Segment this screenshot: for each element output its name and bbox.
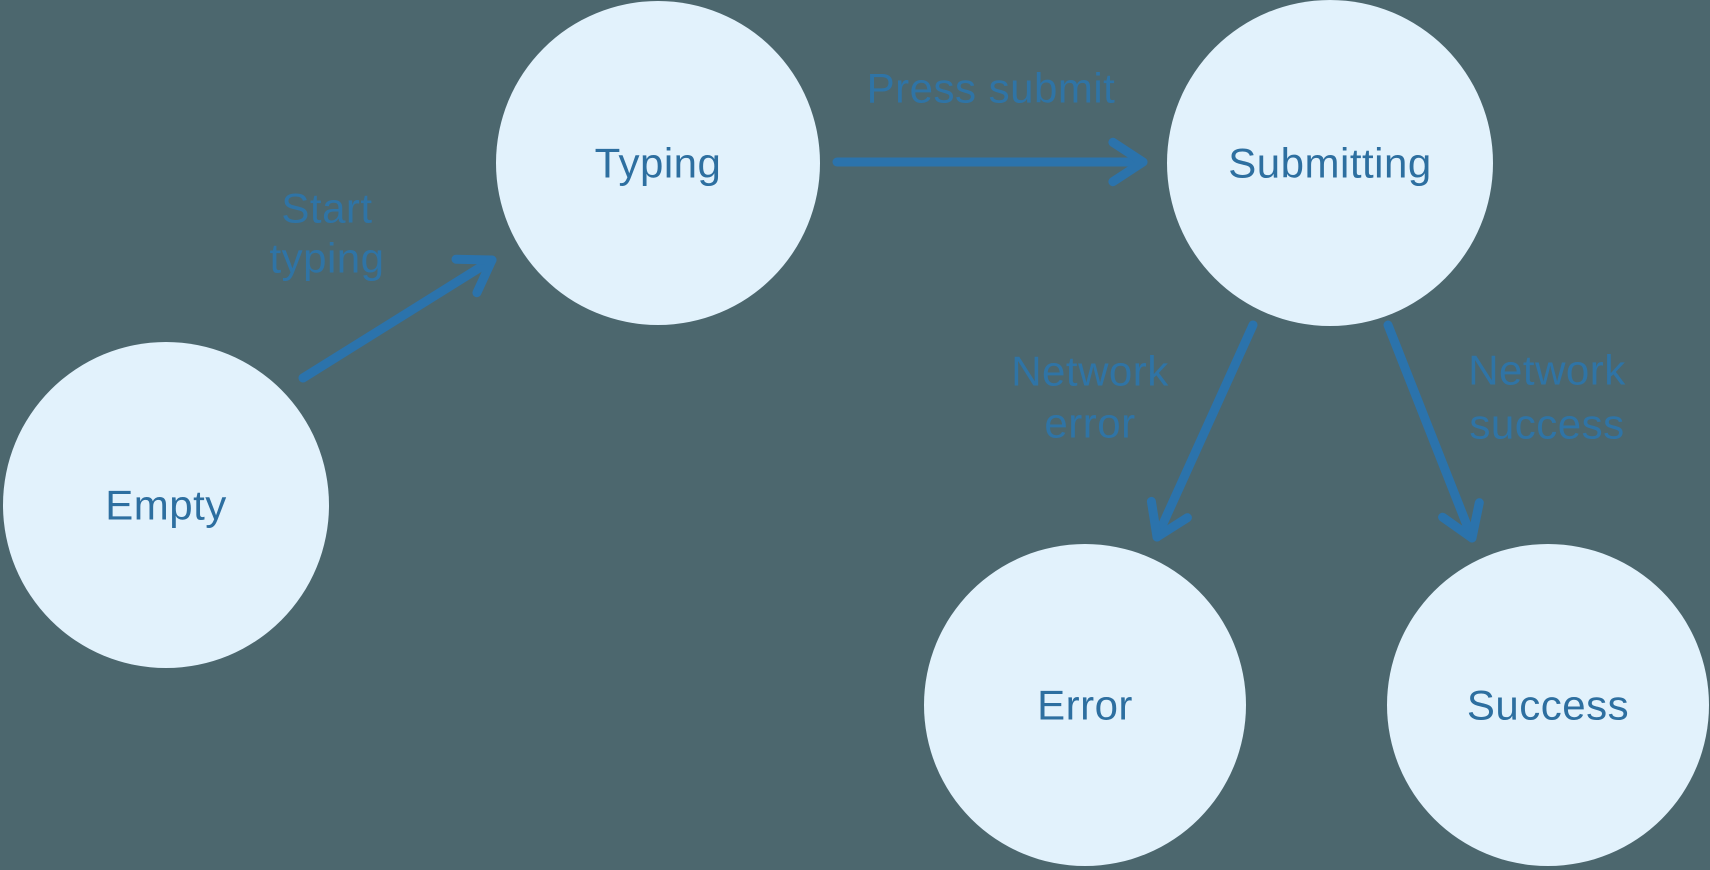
transition-arrowhead-icon bbox=[1146, 496, 1192, 542]
transition-arrowhead-icon bbox=[1108, 137, 1148, 187]
state-circle[interactable] bbox=[924, 544, 1246, 866]
transition-arrow-shaft bbox=[1152, 320, 1258, 542]
state-label: Submitting bbox=[1228, 140, 1431, 187]
transition-label: Network bbox=[1468, 347, 1626, 394]
transition-label: Network bbox=[1011, 348, 1169, 395]
state-label: Success bbox=[1467, 682, 1629, 729]
transition-press-submit: Press submit bbox=[832, 65, 1148, 187]
transition-label: error bbox=[1044, 400, 1135, 447]
state-label: Error bbox=[1037, 682, 1133, 729]
transition-label: Press submit bbox=[867, 65, 1116, 112]
transition-arrowhead-icon bbox=[1438, 498, 1484, 543]
state-node-error[interactable]: Error bbox=[924, 544, 1246, 866]
transition-arrow-shaft bbox=[298, 255, 497, 383]
transition-network-success: Network success bbox=[1383, 320, 1626, 543]
transition-label: Start bbox=[281, 185, 372, 232]
state-node-empty[interactable]: Empty bbox=[3, 342, 329, 668]
transition-label: success bbox=[1469, 401, 1624, 448]
state-circle[interactable] bbox=[1387, 544, 1709, 866]
state-node-success[interactable]: Success bbox=[1387, 544, 1709, 866]
state-circle[interactable] bbox=[1167, 0, 1493, 326]
state-circle[interactable] bbox=[3, 342, 329, 668]
state-circle[interactable] bbox=[496, 1, 820, 325]
state-node-typing[interactable]: Typing bbox=[496, 1, 820, 325]
transition-arrow-shaft bbox=[1383, 320, 1477, 543]
state-label: Typing bbox=[595, 140, 722, 187]
transition-label: typing bbox=[269, 235, 384, 282]
transition-network-error: Network error bbox=[1011, 320, 1258, 542]
state-label: Empty bbox=[105, 482, 227, 529]
transition-arrowhead-icon bbox=[451, 254, 497, 298]
state-node-submitting[interactable]: Submitting bbox=[1167, 0, 1493, 326]
